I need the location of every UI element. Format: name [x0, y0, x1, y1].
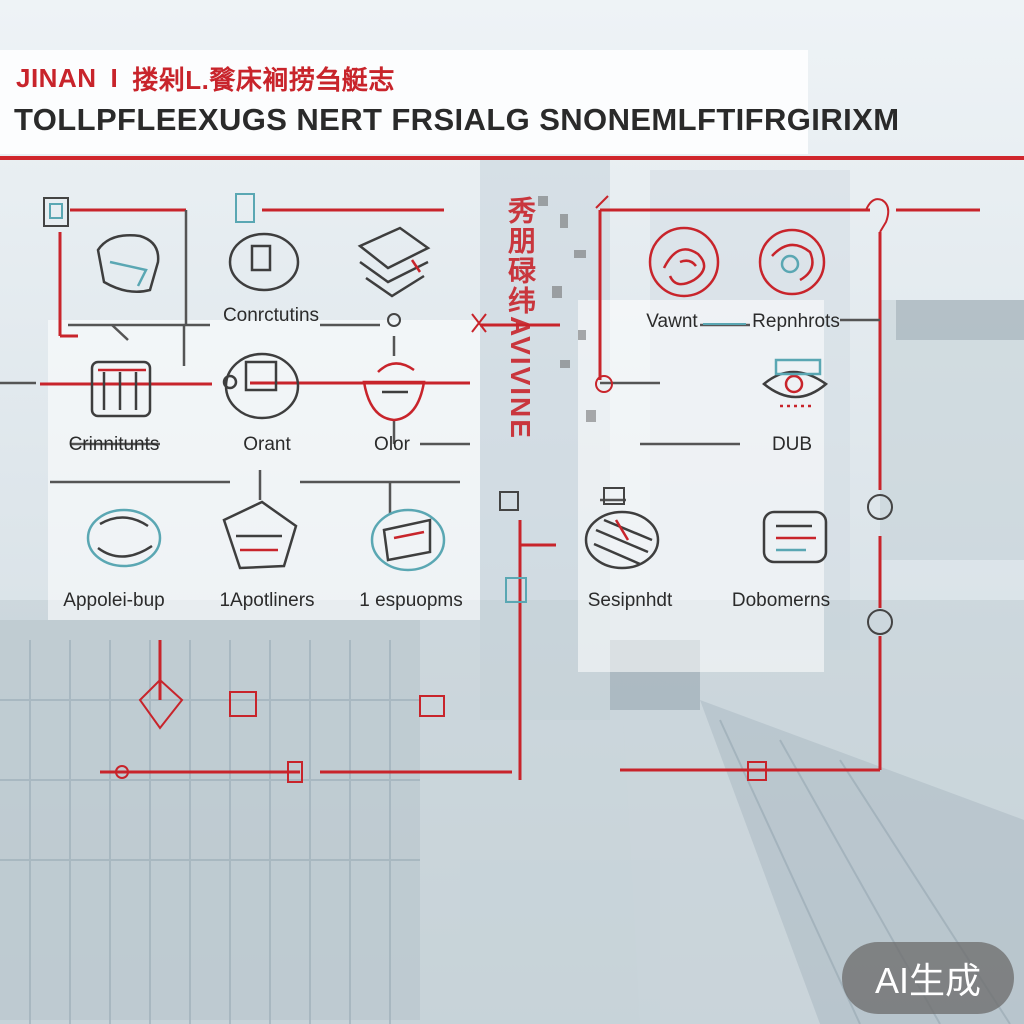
node-label-orant: Orant: [243, 434, 291, 456]
node-label-repnhrots: Repnhrots: [752, 311, 840, 333]
square-node-icon: [44, 198, 68, 226]
document-icon: [764, 512, 826, 562]
scroll-icon: [372, 510, 444, 570]
disc-icon: [88, 510, 160, 566]
node-label-crinnitunts: Crinnitunts: [69, 434, 160, 456]
node-label-vawnt: Vawnt: [646, 311, 697, 333]
ai-generated-badge: AI生成: [842, 942, 1014, 1014]
chinese-seal-marks: [538, 196, 596, 422]
gauge-icon: [230, 234, 298, 290]
vertical-chinese-text: 秀朋碌纬AVIVINE: [500, 196, 540, 440]
node-label-olor: Olor: [374, 434, 410, 456]
eye-card-icon: [764, 360, 826, 406]
bowl-icon: [364, 363, 424, 420]
beaker-icon: [92, 362, 150, 416]
swirl-icon: [650, 228, 718, 296]
hatched-icon: [586, 512, 658, 568]
orb-icon: [760, 230, 824, 294]
device-icon: [224, 354, 298, 418]
connector-nodes: [44, 194, 892, 782]
node-label-conrctutins: Conrctutins: [223, 305, 319, 327]
node-label-dobomerns: Dobomerns: [732, 590, 830, 612]
node-label-dub: DUB: [772, 434, 812, 456]
connector-lines: [0, 210, 980, 780]
node-label-appolei-bup: Appolei-bup: [63, 590, 164, 612]
stack-icon: [360, 228, 428, 296]
node-label-1-espuopms: 1 espuopms: [359, 590, 463, 612]
tray-icon: [98, 235, 158, 292]
node-label-sesipnhdt: Sesipnhdt: [588, 590, 673, 612]
node-label-1apotliners: 1Apotliners: [219, 590, 314, 612]
machine-icon: [224, 502, 296, 568]
